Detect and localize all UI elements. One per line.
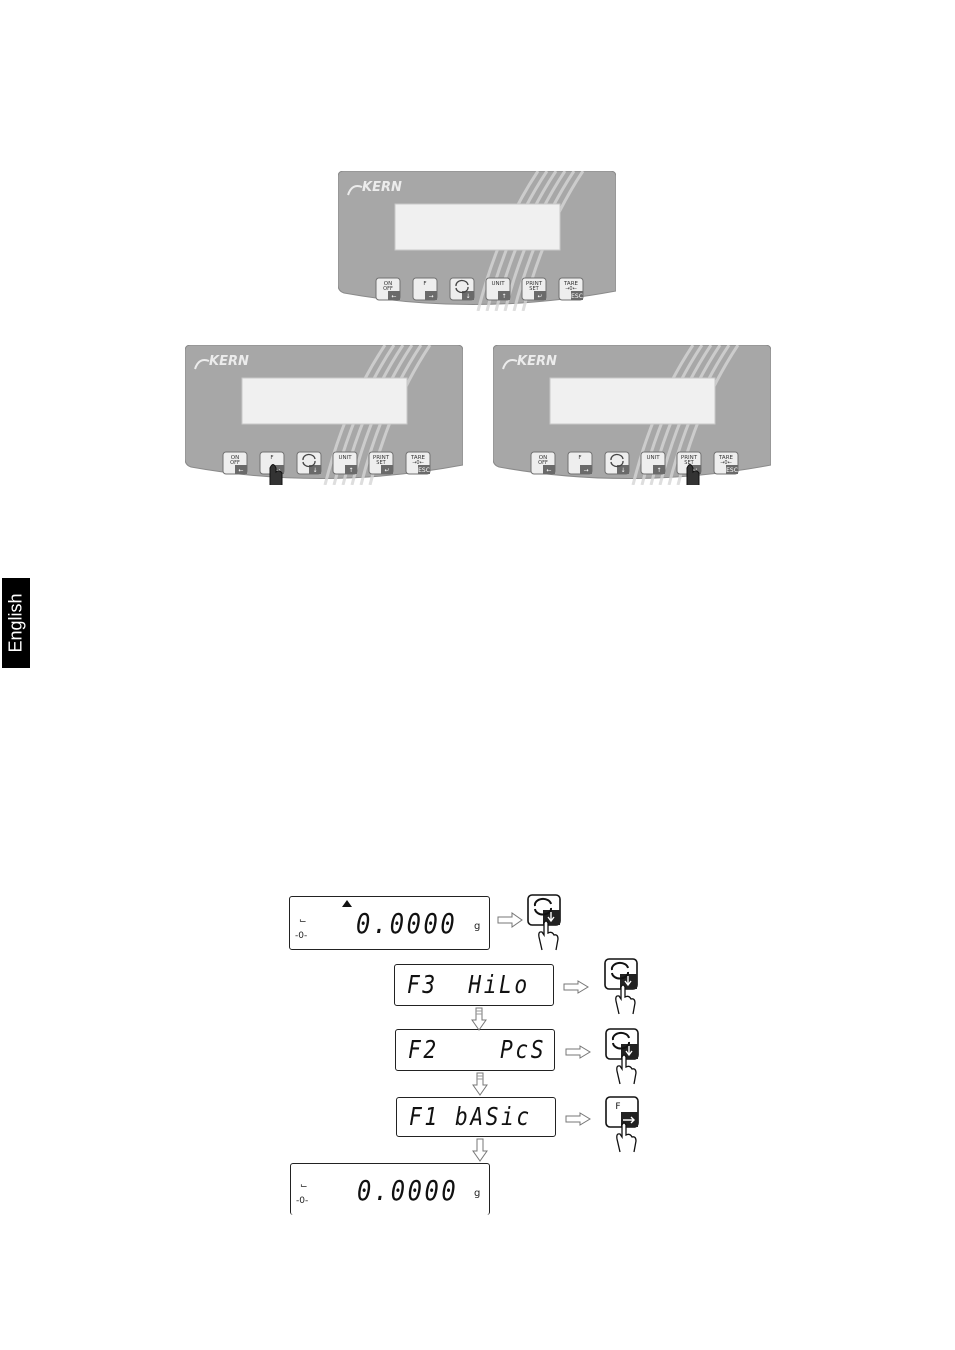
key-sub-label: ↓: [312, 467, 317, 474]
key-label: UNIT: [338, 455, 352, 461]
mode-indicator-icon: [342, 900, 352, 907]
right-arrow-icon: [563, 980, 589, 994]
key-label: F: [578, 455, 581, 461]
key-label: F: [615, 1102, 620, 1112]
down-arrow-icon: [472, 1138, 488, 1162]
start-reading: 0.0000: [356, 907, 457, 940]
right-arrow-icon: [565, 1045, 591, 1059]
key-label: →0←: [720, 460, 732, 466]
menu-step-f1: F1 bASic: [409, 1102, 532, 1131]
key-label: OFF: [230, 460, 240, 466]
end-reading: 0.0000: [357, 1174, 458, 1207]
brand-logo: KERN: [362, 180, 402, 195]
unit-label: g: [474, 921, 480, 932]
panel-key-2[interactable]: ↓: [605, 452, 629, 474]
panel-key-3[interactable]: UNIT ↑: [486, 278, 510, 300]
menu-display-f2: F2 PcS: [395, 1029, 555, 1071]
key-sub-label: ↑: [656, 467, 661, 474]
key-sub-label: ↵: [537, 293, 542, 300]
stable-indicator: ⌙: [299, 916, 307, 926]
key-sub-label: ↵: [384, 467, 389, 474]
panel-key-5[interactable]: TARE→0←ESC: [714, 452, 738, 474]
key-sub-label: →: [428, 293, 433, 300]
right-arrow-icon: [565, 1112, 591, 1126]
key-sub-label: →: [583, 467, 588, 474]
key-sub-label: ↓: [620, 467, 625, 474]
language-tab: English: [2, 578, 30, 668]
end-zero-indicator: -0-: [296, 1196, 308, 1206]
key-label: OFF: [383, 286, 393, 292]
key-label: F: [270, 455, 273, 461]
key-label: SET: [376, 460, 386, 466]
key-label: UNIT: [646, 455, 660, 461]
menu-display-f3: F3 HiLo: [394, 964, 554, 1006]
menu-step-f3: F3 HiLo: [407, 970, 530, 999]
down-arrow-icon: [472, 1072, 488, 1096]
key-sub-label: ↓: [465, 293, 470, 300]
key-label: →0←: [412, 460, 424, 466]
key-sub-label: ↑: [501, 293, 506, 300]
end-stable-indicator: ⌙: [300, 1181, 308, 1191]
key-sub-label: ESC: [571, 293, 583, 300]
brand-logo: KERN: [209, 354, 249, 369]
key-sub-label: ←: [238, 467, 243, 474]
zero-indicator: -0-: [295, 931, 307, 941]
language-tab-label: English: [6, 593, 27, 652]
panel-key-3[interactable]: UNIT ↑: [333, 452, 357, 474]
right-arrow-icon: [497, 912, 523, 928]
key-sub-label: ←: [391, 293, 396, 300]
panel-key-3[interactable]: UNIT ↑: [641, 452, 665, 474]
key-sub-label: ESC: [726, 467, 738, 474]
f-key-press-icon: F: [604, 1095, 644, 1157]
end-unit-label: g: [474, 1188, 480, 1199]
key-sub-label: ESC: [418, 467, 430, 474]
key-sub-label: ↑: [348, 467, 353, 474]
menu-display-f1: F1 bASic: [396, 1097, 556, 1137]
menu-step-f2: F2 PcS: [408, 1035, 546, 1064]
down-arrow-icon: [471, 1007, 487, 1031]
refresh-key-press-icon: [604, 1027, 644, 1089]
end-display: ⌙ -0- 0.0000 g: [290, 1163, 490, 1215]
start-display: ⌙ -0- 0.0000 g: [289, 896, 490, 950]
brand-logo: KERN: [517, 354, 557, 369]
key-sub-label: ←: [546, 467, 551, 474]
key-label: UNIT: [491, 281, 505, 287]
panel-key-2[interactable]: ↓: [450, 278, 474, 300]
key-label: SET: [529, 286, 539, 292]
panel-key-5[interactable]: TARE→0←ESC: [406, 452, 430, 474]
key-label: F: [423, 281, 426, 287]
key-label: →0←: [565, 286, 577, 292]
panel-key-2[interactable]: ↓: [297, 452, 321, 474]
key-label: OFF: [538, 460, 548, 466]
refresh-key-press-icon: [526, 893, 566, 955]
panel-key-1[interactable]: F→: [568, 452, 592, 474]
panel-key-1[interactable]: F→: [413, 278, 437, 300]
panel-key-5[interactable]: TARE→0←ESC: [559, 278, 583, 300]
refresh-key-press-icon: [603, 957, 643, 1019]
